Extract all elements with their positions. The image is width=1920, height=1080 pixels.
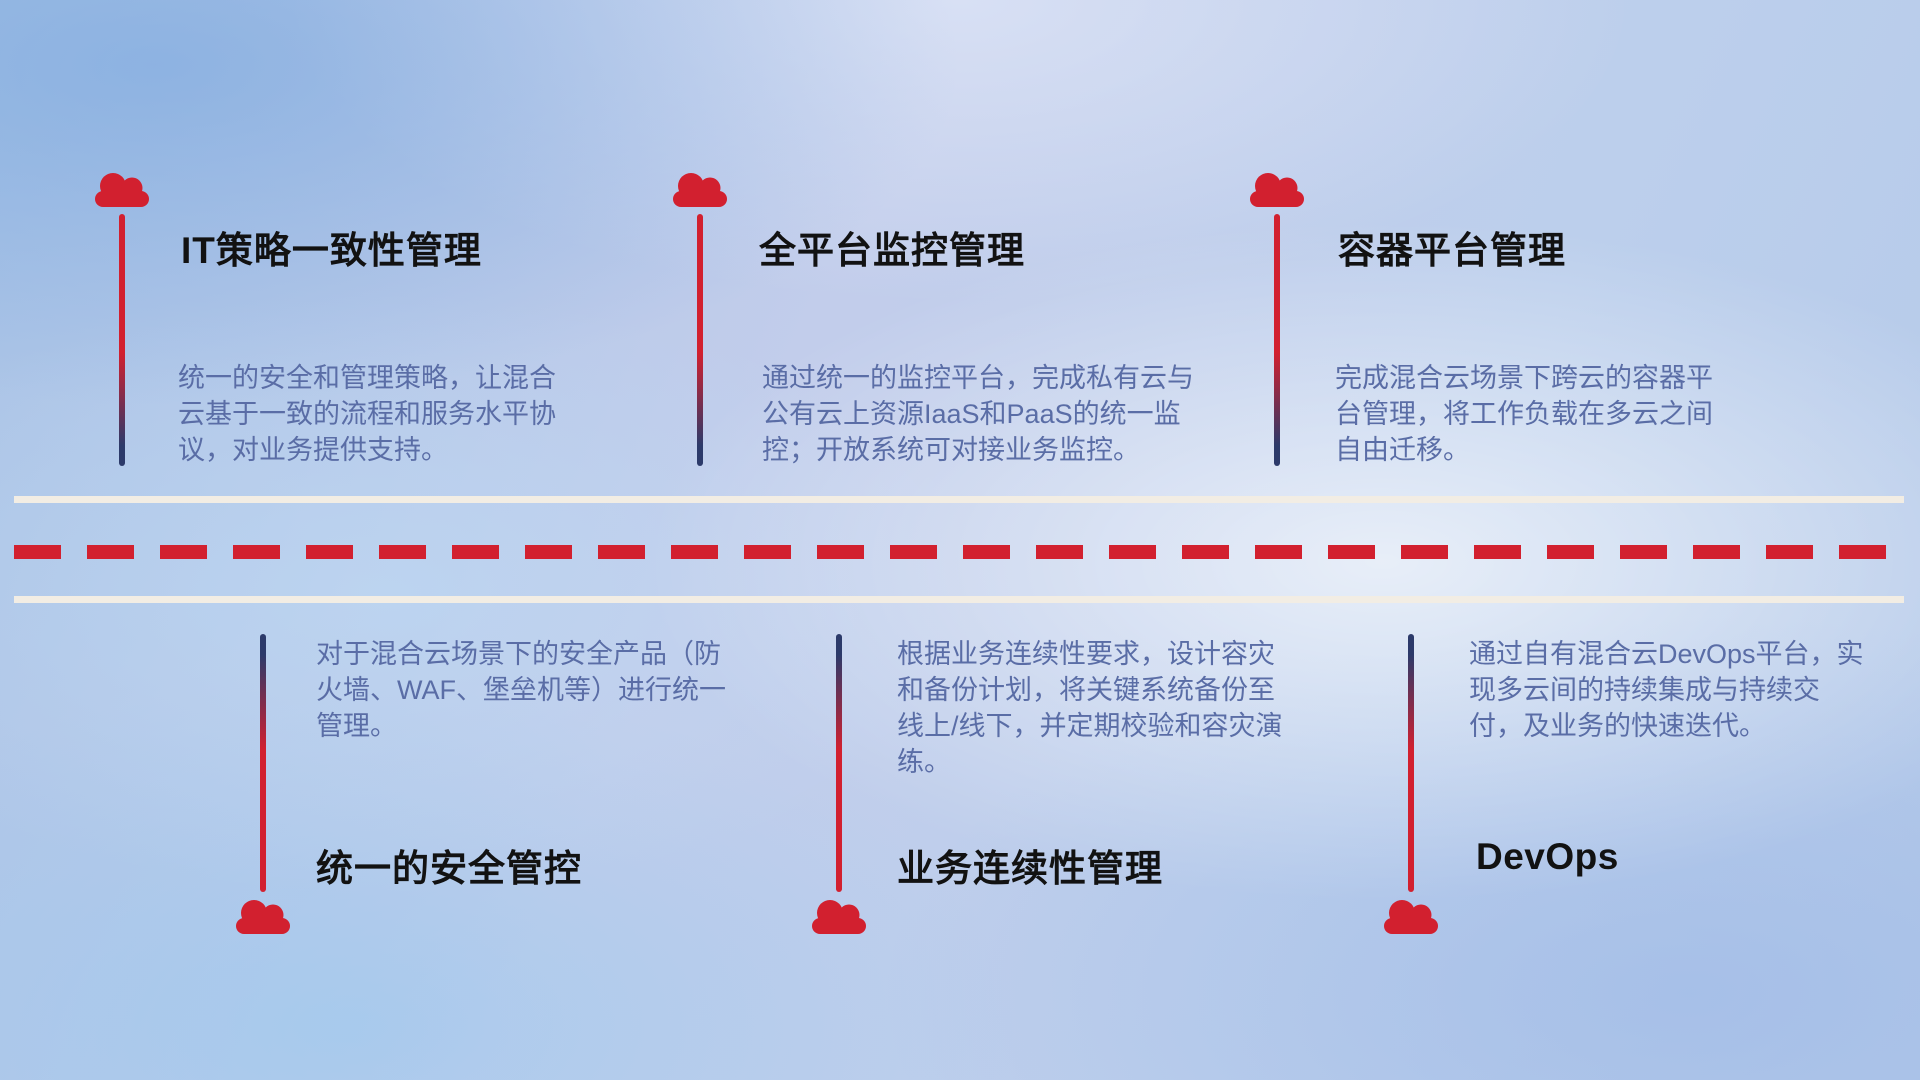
capability-title: 容器平台管理 [1338, 230, 1566, 271]
capability-description: 通过统一的监控平台，完成私有云与公有云上资源IaaS和PaaS的统一监控；开放系… [762, 363, 1194, 465]
connector-line [836, 634, 842, 892]
connector-line [697, 214, 703, 466]
cloud-icon [812, 900, 866, 934]
capability-description: 完成混合云场景下跨云的容器平台管理，将工作负载在多云之间自由迁移。 [1335, 363, 1713, 465]
capability-description: 统一的安全和管理策略，让混合云基于一致的流程和服务水平协议，对业务提供支持。 [178, 363, 556, 465]
capability-title: 业务连续性管理 [897, 848, 1163, 889]
capability-title: DevOps [1476, 836, 1619, 877]
cloud-icon [1250, 173, 1304, 207]
capability-description: 根据业务连续性要求，设计容灾和备份计划，将关键系统备份至线上/线下，并定期校验和… [897, 639, 1283, 777]
cloud-icon [95, 173, 149, 207]
road-top-line [14, 496, 1904, 503]
capability-description: 通过自有混合云DevOps平台，实现多云间的持续集成与持续交付，及业务的快速迭代… [1469, 639, 1864, 741]
connector-line [260, 634, 266, 892]
capability-title: IT策略一致性管理 [181, 230, 482, 271]
capability-description: 对于混合云场景下的安全产品（防火墙、WAF、堡垒机等）进行统一管理。 [316, 639, 726, 741]
connector-line [1408, 634, 1414, 892]
connector-line [119, 214, 125, 466]
cloud-icon [236, 900, 290, 934]
connector-line [1274, 214, 1280, 466]
road-center-dashed-line [14, 545, 1904, 559]
capability-title: 全平台监控管理 [759, 230, 1025, 271]
cloud-icon [1384, 900, 1438, 934]
capability-title: 统一的安全管控 [316, 848, 582, 889]
cloud-icon [673, 173, 727, 207]
road-bottom-line [14, 596, 1904, 603]
